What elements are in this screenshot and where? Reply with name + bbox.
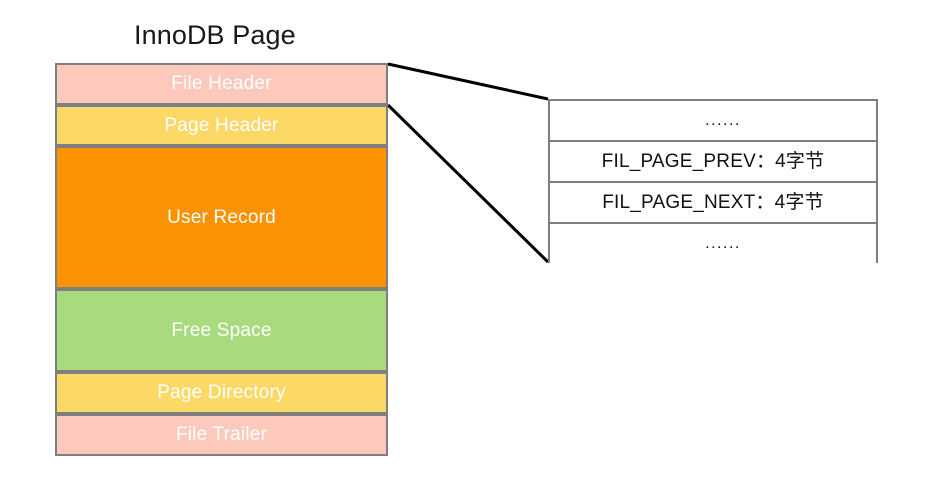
detail-table-cell: FIL_PAGE_PREV：4字节 [601,150,825,172]
page-block-label-page-directory: Page Directory [157,382,286,403]
page-block-file-header[interactable]: File Header [55,63,388,105]
page-block-free-space[interactable]: Free Space [55,289,388,372]
page-block-page-header[interactable]: Page Header [55,105,388,146]
detail-table-row: FIL_PAGE_PREV：4字节 [550,142,876,183]
connector-line-bottom [386,103,550,264]
page-block-label-page-header: Page Header [164,114,279,136]
detail-table-cell: ...... [705,111,741,129]
page-block-label-free-space: Free Space [171,319,272,341]
page-title: InnoDB Page [134,20,296,50]
page-block-file-trailer[interactable]: File Trailer [55,414,388,456]
file-header-detail-table: ...... FIL_PAGE_PREV：4字节 FIL_PAGE_NEXT：4… [548,99,878,263]
detail-table-row: FIL_PAGE_NEXT：4字节 [550,183,876,224]
detail-table-row: ...... [550,101,876,142]
connector-line-top [387,62,549,101]
page-block-label-file-header: File Header [171,73,272,94]
detail-table-cell: FIL_PAGE_NEXT：4字节 [602,191,824,213]
page-block-user-record[interactable]: User Record [55,146,388,289]
detail-table-cell: ...... [705,234,741,252]
detail-table-row: ...... [550,224,876,263]
page-block-label-user-record: User Record [167,206,276,228]
page-block-page-directory[interactable]: Page Directory [55,372,388,414]
page-block-label-file-trailer: File Trailer [175,424,268,445]
innodb-page-stack: File Header Page Header User Record Free… [55,63,388,456]
